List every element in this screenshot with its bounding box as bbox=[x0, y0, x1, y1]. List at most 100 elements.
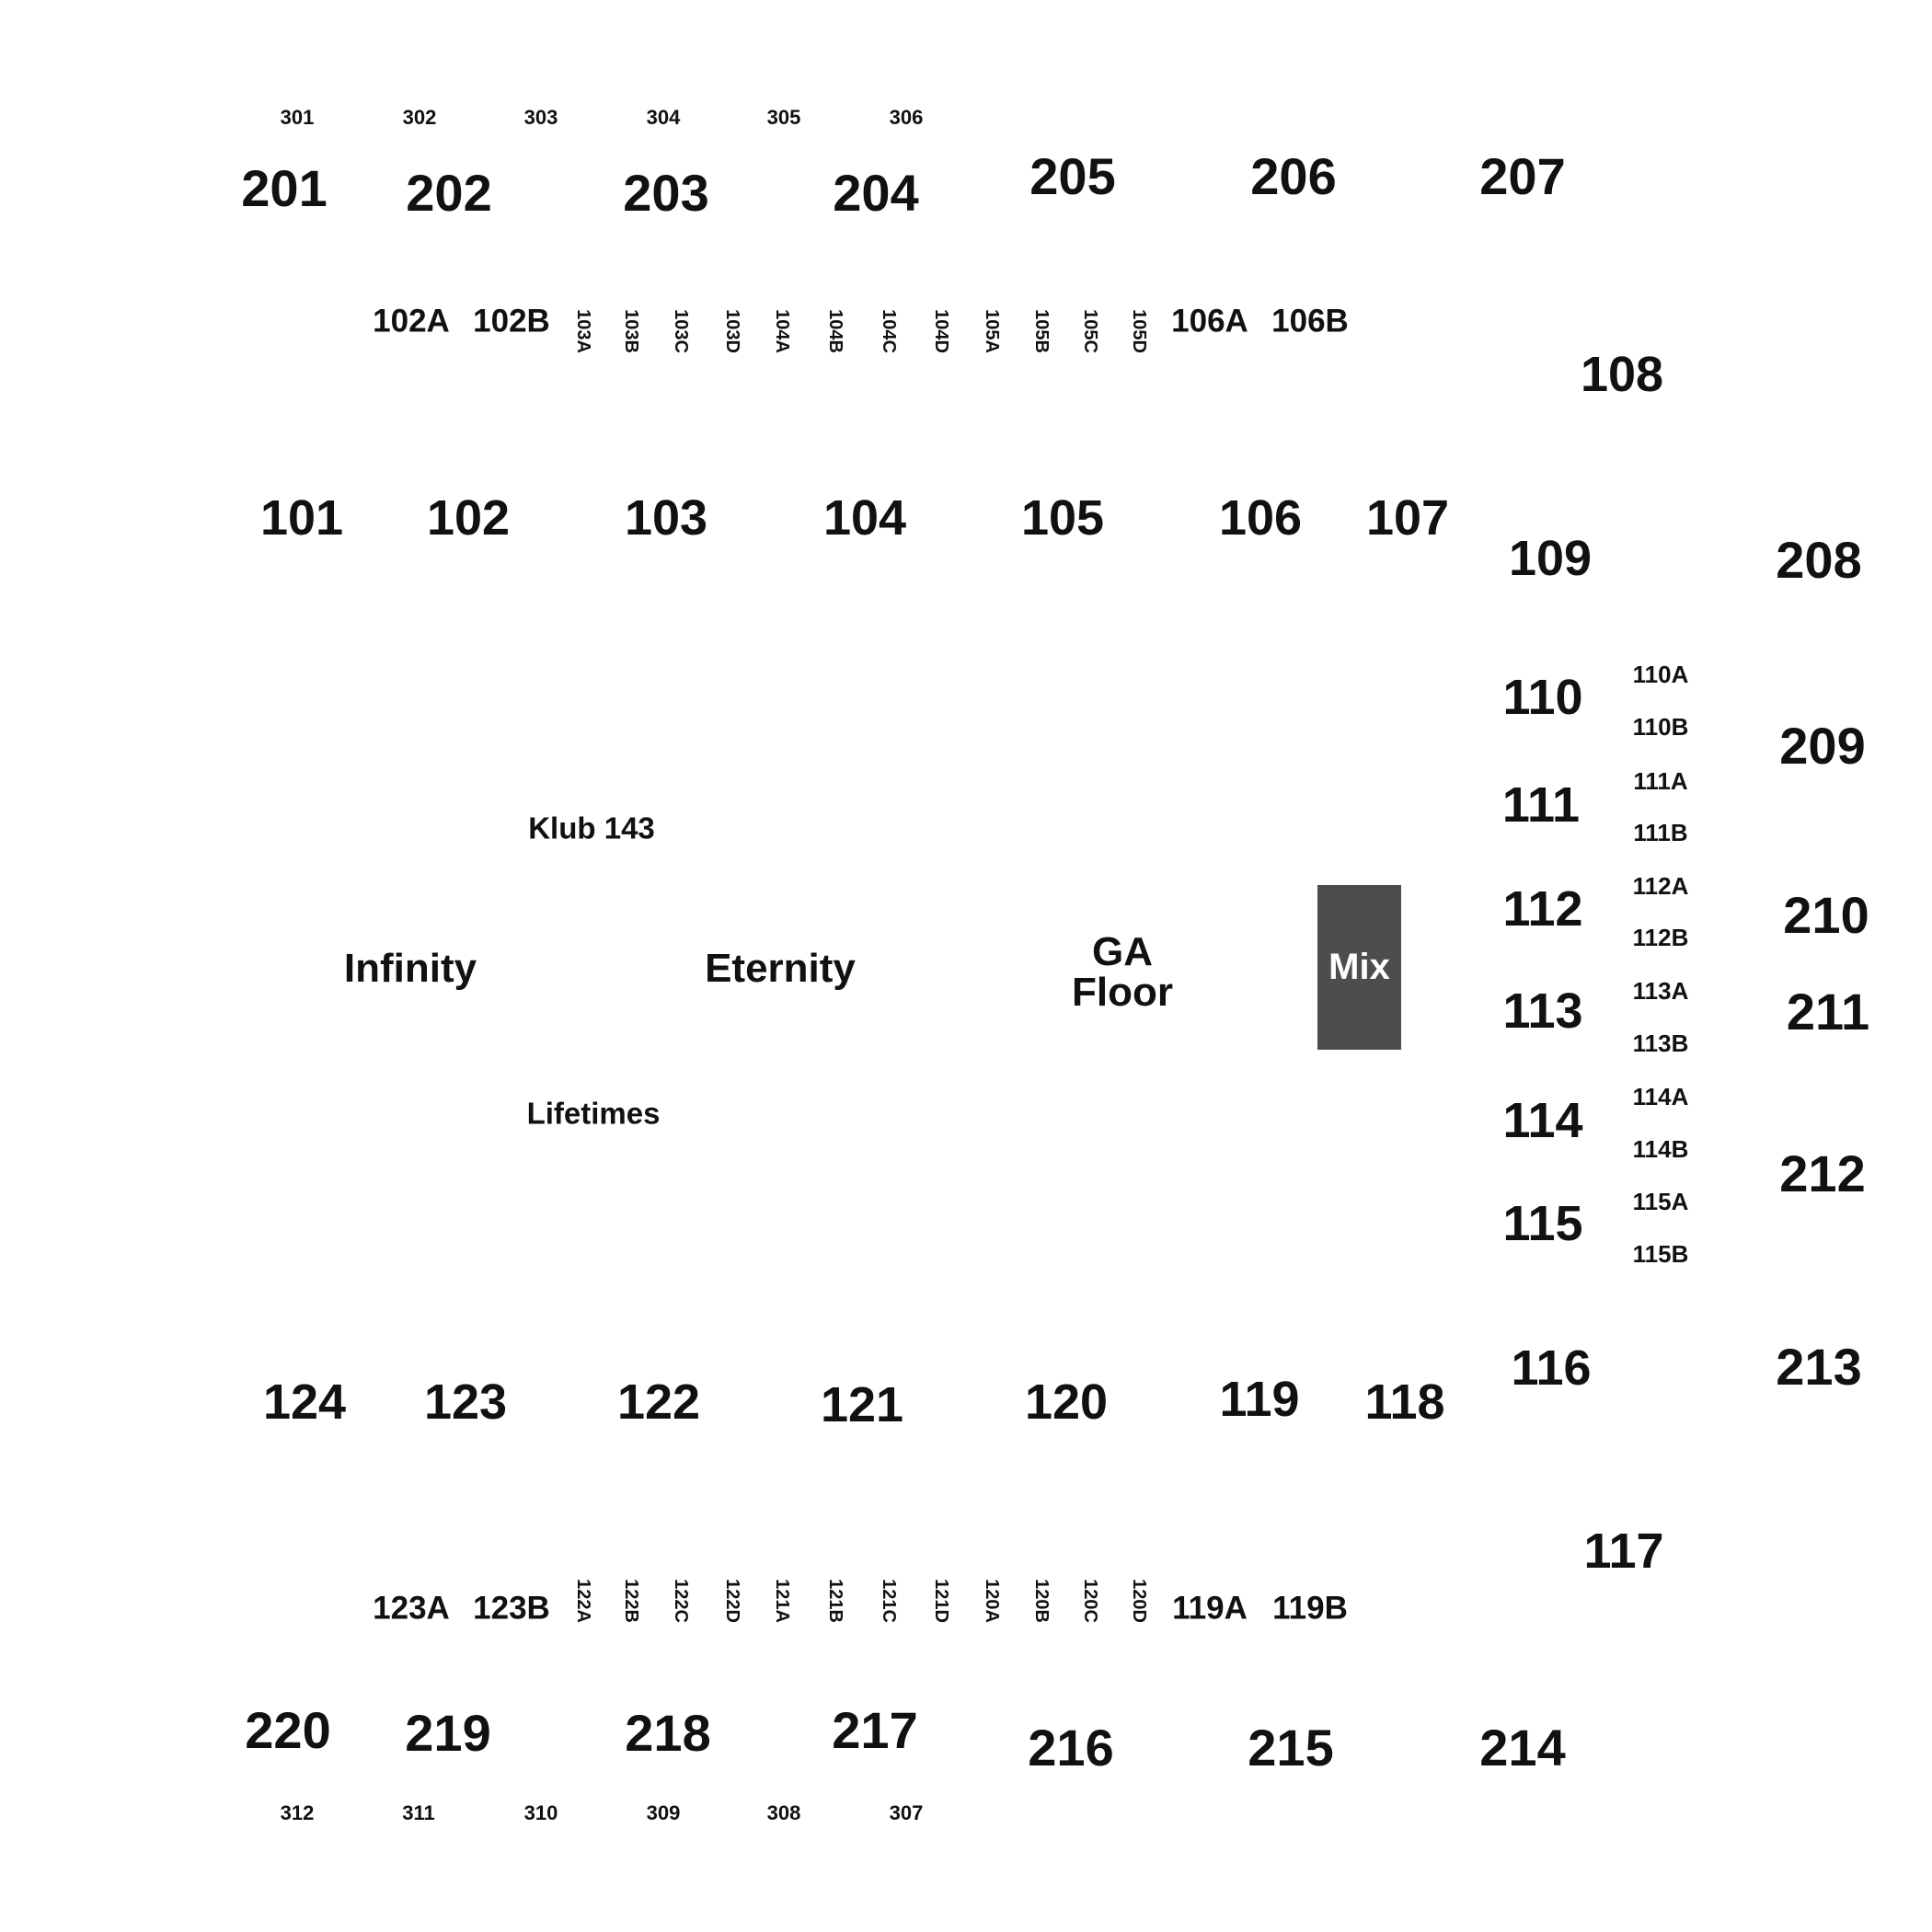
section-311[interactable]: 311 bbox=[402, 1801, 435, 1824]
section-205[interactable]: 205 bbox=[1029, 147, 1116, 205]
section-103b[interactable]: 103B bbox=[621, 309, 641, 353]
section-216[interactable]: 216 bbox=[1028, 1719, 1114, 1777]
section-107[interactable]: 107 bbox=[1365, 490, 1450, 546]
section-111[interactable]: 111 bbox=[1501, 777, 1581, 833]
section-310[interactable]: 310 bbox=[523, 1801, 558, 1824]
section-105d[interactable]: 105D bbox=[1129, 309, 1149, 353]
section-121c[interactable]: 121C bbox=[879, 1579, 899, 1623]
section-215[interactable]: 215 bbox=[1248, 1719, 1334, 1777]
section-114a[interactable]: 114A bbox=[1632, 1083, 1689, 1110]
section-121a[interactable]: 121A bbox=[772, 1579, 792, 1623]
section-220[interactable]: 220 bbox=[245, 1701, 331, 1759]
section-122b[interactable]: 122B bbox=[621, 1579, 641, 1623]
section-202[interactable]: 202 bbox=[406, 164, 492, 222]
section-113a[interactable]: 113A bbox=[1632, 977, 1689, 1005]
section-103d[interactable]: 103D bbox=[722, 309, 742, 353]
section-115a[interactable]: 115A bbox=[1632, 1188, 1689, 1215]
section-208[interactable]: 208 bbox=[1776, 531, 1862, 589]
section-309[interactable]: 309 bbox=[646, 1801, 681, 1824]
section-307[interactable]: 307 bbox=[889, 1801, 924, 1824]
section-204[interactable]: 204 bbox=[833, 164, 919, 222]
section-111a[interactable]: 111A bbox=[1633, 767, 1688, 795]
section-211[interactable]: 211 bbox=[1786, 983, 1870, 1041]
mix-position[interactable]: Mix bbox=[1317, 885, 1401, 1050]
section-102[interactable]: 102 bbox=[426, 490, 511, 546]
section-122[interactable]: 122 bbox=[616, 1374, 701, 1430]
section-104[interactable]: 104 bbox=[822, 490, 907, 546]
zone-eternity[interactable]: Eternity bbox=[705, 946, 856, 991]
section-118[interactable]: 118 bbox=[1364, 1374, 1445, 1430]
section-114b[interactable]: 114B bbox=[1632, 1135, 1689, 1163]
section-218[interactable]: 218 bbox=[625, 1704, 711, 1762]
section-212[interactable]: 212 bbox=[1779, 1144, 1866, 1202]
section-206[interactable]: 206 bbox=[1250, 147, 1337, 205]
section-213[interactable]: 213 bbox=[1776, 1338, 1862, 1396]
zone-infinity[interactable]: Infinity bbox=[343, 946, 477, 991]
section-122c[interactable]: 122C bbox=[671, 1579, 691, 1623]
section-101[interactable]: 101 bbox=[259, 490, 344, 546]
section-112a[interactable]: 112A bbox=[1632, 872, 1689, 900]
section-121[interactable]: 121 bbox=[820, 1377, 904, 1432]
section-108[interactable]: 108 bbox=[1580, 347, 1664, 402]
section-124[interactable]: 124 bbox=[262, 1374, 347, 1430]
section-219[interactable]: 219 bbox=[405, 1704, 491, 1762]
section-120d[interactable]: 120D bbox=[1129, 1579, 1149, 1623]
section-122a[interactable]: 122A bbox=[573, 1579, 593, 1623]
section-123[interactable]: 123 bbox=[423, 1374, 508, 1430]
section-102a[interactable]: 102A bbox=[373, 303, 450, 339]
section-120c[interactable]: 120C bbox=[1080, 1579, 1100, 1623]
section-104c[interactable]: 104C bbox=[879, 309, 899, 353]
section-119a[interactable]: 119A bbox=[1172, 1590, 1248, 1627]
zone-klub-143[interactable]: Klub 143 bbox=[528, 811, 655, 845]
section-312[interactable]: 312 bbox=[280, 1801, 315, 1824]
section-105c[interactable]: 105C bbox=[1080, 309, 1100, 353]
section-122d[interactable]: 122D bbox=[722, 1579, 742, 1623]
section-113b[interactable]: 113B bbox=[1632, 1029, 1689, 1057]
section-105a[interactable]: 105A bbox=[982, 309, 1002, 353]
section-306[interactable]: 306 bbox=[889, 106, 924, 129]
section-117[interactable]: 117 bbox=[1583, 1524, 1664, 1579]
section-104a[interactable]: 104A bbox=[772, 309, 792, 353]
section-113[interactable]: 113 bbox=[1502, 983, 1583, 1039]
section-203[interactable]: 203 bbox=[623, 164, 709, 222]
section-106[interactable]: 106 bbox=[1218, 490, 1303, 546]
section-115b[interactable]: 115B bbox=[1632, 1240, 1689, 1268]
section-214[interactable]: 214 bbox=[1479, 1719, 1566, 1777]
section-201[interactable]: 201 bbox=[241, 159, 328, 217]
section-105b[interactable]: 105B bbox=[1031, 309, 1052, 353]
section-210[interactable]: 210 bbox=[1783, 886, 1869, 944]
section-207[interactable]: 207 bbox=[1479, 147, 1566, 205]
section-105[interactable]: 105 bbox=[1020, 490, 1105, 546]
section-308[interactable]: 308 bbox=[766, 1801, 801, 1824]
section-112[interactable]: 112 bbox=[1502, 881, 1583, 937]
section-217[interactable]: 217 bbox=[832, 1701, 918, 1759]
section-209[interactable]: 209 bbox=[1779, 717, 1866, 775]
zone-lifetimes[interactable]: Lifetimes bbox=[526, 1096, 661, 1131]
section-111b[interactable]: 111B bbox=[1633, 819, 1688, 846]
section-103[interactable]: 103 bbox=[624, 490, 708, 546]
section-120a[interactable]: 120A bbox=[982, 1579, 1002, 1623]
section-110b[interactable]: 110B bbox=[1632, 713, 1689, 741]
section-102b[interactable]: 102B bbox=[473, 303, 550, 339]
section-302[interactable]: 302 bbox=[402, 106, 437, 129]
section-121d[interactable]: 121D bbox=[931, 1579, 951, 1623]
section-115[interactable]: 115 bbox=[1502, 1196, 1583, 1251]
section-104d[interactable]: 104D bbox=[931, 309, 951, 353]
section-301[interactable]: 301 bbox=[280, 106, 315, 129]
section-123a[interactable]: 123A bbox=[373, 1590, 450, 1627]
section-103c[interactable]: 103C bbox=[671, 309, 691, 353]
section-121b[interactable]: 121B bbox=[825, 1579, 845, 1623]
section-305[interactable]: 305 bbox=[766, 106, 801, 129]
section-112b[interactable]: 112B bbox=[1632, 924, 1689, 951]
section-120b[interactable]: 120B bbox=[1031, 1579, 1052, 1623]
section-116[interactable]: 116 bbox=[1511, 1340, 1592, 1396]
section-120[interactable]: 120 bbox=[1024, 1374, 1109, 1430]
section-109[interactable]: 109 bbox=[1508, 531, 1593, 586]
section-119[interactable]: 119 bbox=[1219, 1372, 1300, 1427]
section-123b[interactable]: 123B bbox=[473, 1590, 550, 1627]
section-110[interactable]: 110 bbox=[1502, 670, 1583, 725]
section-304[interactable]: 304 bbox=[646, 106, 681, 129]
section-114[interactable]: 114 bbox=[1502, 1093, 1583, 1148]
section-106a[interactable]: 106A bbox=[1171, 303, 1248, 339]
section-110a[interactable]: 110A bbox=[1632, 661, 1689, 688]
